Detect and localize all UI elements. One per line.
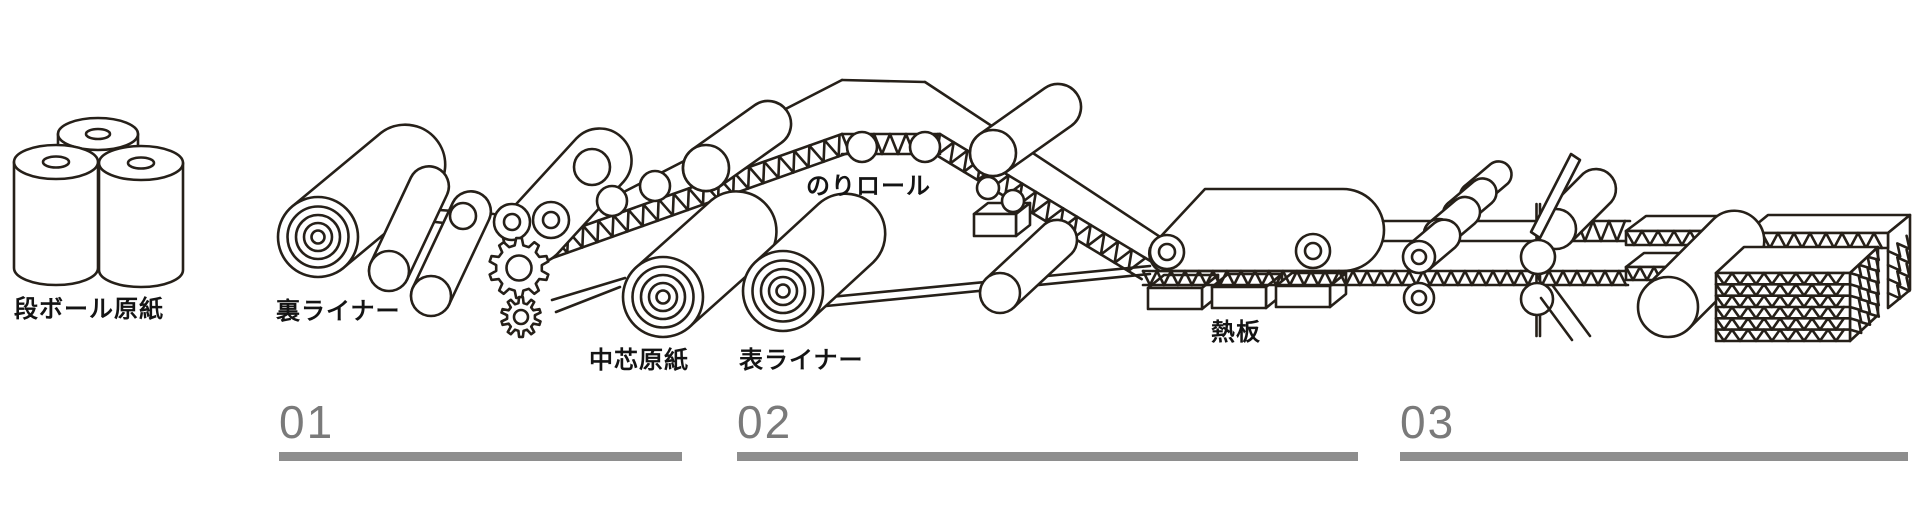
step-03: 03 [1400, 399, 1908, 461]
step-01-bar [279, 452, 682, 461]
entry-roller [978, 218, 1079, 315]
delivery-roll [1636, 209, 1766, 339]
label-base-paper: 段ボール原紙 [14, 296, 164, 323]
step-01-number: 01 [279, 396, 335, 448]
press-rollers [1401, 160, 1513, 315]
base-paper-rolls-icon [12, 116, 185, 289]
stack-back [1744, 213, 1912, 310]
step-02: 02 [737, 399, 1358, 461]
front-liner-roll [741, 192, 887, 333]
step-02-bar [737, 452, 1358, 461]
label-front-liner: 表ライナー [739, 347, 864, 374]
step-01: 01 [279, 399, 682, 461]
label-glue-roll: のりロール [806, 173, 931, 200]
step-03-number: 03 [1400, 396, 1456, 448]
label-back-liner: 裏ライナー [276, 298, 401, 325]
hot-plates-icon [1146, 271, 1348, 311]
label-hot-plate: 熱板 [1211, 319, 1261, 346]
back-liner-roll [276, 123, 447, 279]
single-faced-web [536, 78, 1182, 281]
cutter-icon [1519, 152, 1618, 342]
step-03-bar [1400, 452, 1908, 461]
core-paper-roll [621, 190, 778, 339]
stack-front [1714, 245, 1881, 343]
double-facer-belt [1148, 187, 1386, 273]
label-core-paper: 中芯原紙 [589, 347, 689, 374]
glue-station [572, 82, 1083, 238]
step-02-number: 02 [737, 396, 793, 448]
